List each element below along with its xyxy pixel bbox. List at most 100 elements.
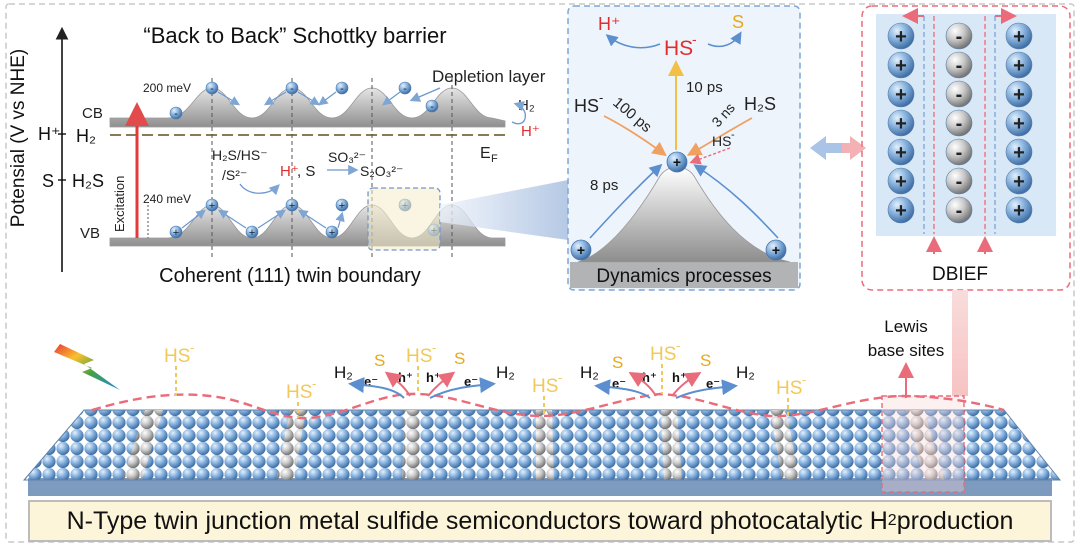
svg-text:-: - [340, 83, 344, 95]
dynamics-panel: H⁺ S HS - 10 ps HS - 100 ps H₂S 3 ns HS … [567, 5, 801, 291]
svg-text:+: + [673, 154, 681, 170]
negative-charge-sign: - [956, 171, 963, 193]
label-10ps: 10 ps [686, 79, 723, 96]
zoom-beam [440, 180, 568, 240]
vb-transfer-arrows [181, 209, 345, 229]
dynamics-title: Dynamics processes [596, 266, 771, 287]
reaction-2-rest: , S [297, 163, 315, 180]
positive-charge [887, 167, 915, 195]
twin-rows [122, 410, 944, 480]
positive-charge [1005, 80, 1033, 108]
light-bolt-icon [54, 344, 120, 390]
depletion-label: Depletion layer [432, 67, 546, 86]
reaction-2-hplus: H⁺ [280, 163, 299, 180]
svg-text:+: + [339, 200, 345, 212]
positive-charge-sign: + [895, 200, 907, 222]
svg-text:+: + [209, 200, 215, 212]
zoom-region [367, 187, 441, 251]
dbief-beam [952, 290, 968, 396]
caption-text: N-Type twin junction metal sulfide semic… [66, 506, 888, 535]
band-diagram-panel: “Back to Back” Schottky barrier Potensia… [8, 23, 546, 287]
top-right-arrow [707, 31, 742, 48]
svg-text:-: - [430, 101, 434, 113]
cb-electrons: - - - - - - [169, 81, 439, 120]
positive-charge-sign: + [895, 55, 907, 77]
positive-charge [1005, 22, 1033, 50]
cb-label: CB [82, 105, 103, 122]
svg-text:-: - [802, 372, 806, 387]
svg-text:HS: HS [286, 382, 312, 403]
positive-charge [1005, 109, 1033, 137]
right-hplus: H⁺ [521, 123, 540, 140]
panel-title: “Back to Back” Schottky barrier [143, 23, 446, 48]
dbief-panel: +++++++-------+++++++ DBIEF [861, 5, 1071, 291]
y-axis-label: Potensial (V vs NHE) [8, 49, 29, 227]
svg-text:S: S [700, 351, 711, 370]
positive-charge [887, 22, 915, 50]
semiconductor-slab: HS - HS - HS - HS - HS - HS - H₂ S e⁻ h⁺ [22, 317, 1062, 496]
surface-reactions-1: H₂ S e⁻ h⁺ h⁺ S e⁻ H₂ [334, 349, 515, 399]
hs-left: HS [574, 96, 599, 116]
arrow-100ps [603, 115, 667, 157]
hs-left-sup: - [599, 90, 603, 105]
cb-transfer-arrows [217, 91, 401, 106]
svg-text:-: - [312, 376, 316, 391]
reaction-3-reagent: SO₃²⁻ [328, 149, 366, 165]
lewis-label-2: base sites [868, 341, 945, 360]
svg-text:HS: HS [406, 346, 432, 367]
excitation-label: Excitation [112, 176, 127, 232]
reaction-1b: /S²⁻ [222, 167, 247, 183]
negative-charge-sign: - [956, 26, 963, 48]
arrow-hs-inner [689, 147, 731, 165]
positive-charge-sign: + [895, 171, 907, 193]
negative-charge [945, 22, 973, 50]
positive-charge [887, 51, 915, 79]
h2-evolution-arrow [511, 101, 526, 125]
svg-text:S: S [374, 351, 385, 370]
svg-text:+: + [329, 227, 335, 239]
coupling-double-arrow [810, 136, 866, 160]
positive-charge-sign: + [895, 142, 907, 164]
svg-text:H₂: H₂ [580, 363, 599, 382]
svg-text:S: S [612, 353, 623, 372]
surface-reactions-2: H₂ S e⁻ h⁺ h⁺ S e⁻ H₂ [580, 351, 755, 399]
svg-text:-: - [403, 83, 407, 95]
negative-charge-sign: - [956, 55, 963, 77]
top-left-arrow [605, 34, 661, 49]
positive-charge-sign: + [1013, 200, 1025, 222]
positive-charge-sign: + [1013, 113, 1025, 135]
negative-charge [945, 167, 973, 195]
dbief-title: DBIEF [932, 264, 988, 285]
bottom-title: Coherent (111) twin boundary [159, 265, 421, 287]
svg-text:-: - [558, 370, 562, 385]
positive-charge [1005, 167, 1033, 195]
vb-barrier-label: 240 meV [143, 192, 191, 206]
fermi-subscript: F [491, 153, 498, 165]
positive-charge-sign: + [895, 26, 907, 48]
svg-text:+: + [289, 200, 295, 212]
label-8ps: 8 ps [590, 177, 618, 194]
caption-tail: production [896, 506, 1014, 535]
negative-charge [945, 51, 973, 79]
positive-charge [887, 138, 915, 166]
dbief-charges: +++++++-------+++++++ [887, 22, 1033, 224]
figure-caption: N-Type twin junction metal sulfide semic… [28, 500, 1052, 542]
svg-text:-: - [210, 83, 214, 95]
vb-label: VB [80, 225, 100, 242]
svg-text:HS: HS [776, 378, 802, 399]
svg-text:-: - [676, 338, 680, 353]
negative-charge [945, 196, 973, 224]
svg-text:H₂: H₂ [736, 363, 755, 382]
svg-text:S: S [454, 349, 465, 368]
hs-inner-sup: - [731, 129, 735, 141]
negative-charge-sign: - [956, 113, 963, 135]
lewis-label-1: Lewis [884, 317, 927, 336]
slab-side [28, 478, 1052, 496]
caption-subscript: 2 [887, 512, 897, 529]
svg-text:+: + [577, 242, 585, 258]
positive-charge-sign: + [895, 113, 907, 135]
hs-inner: HS [712, 133, 731, 149]
negative-charge-sign: - [956, 200, 963, 222]
dynamics-label-bar [570, 262, 798, 288]
positive-charge [887, 80, 915, 108]
